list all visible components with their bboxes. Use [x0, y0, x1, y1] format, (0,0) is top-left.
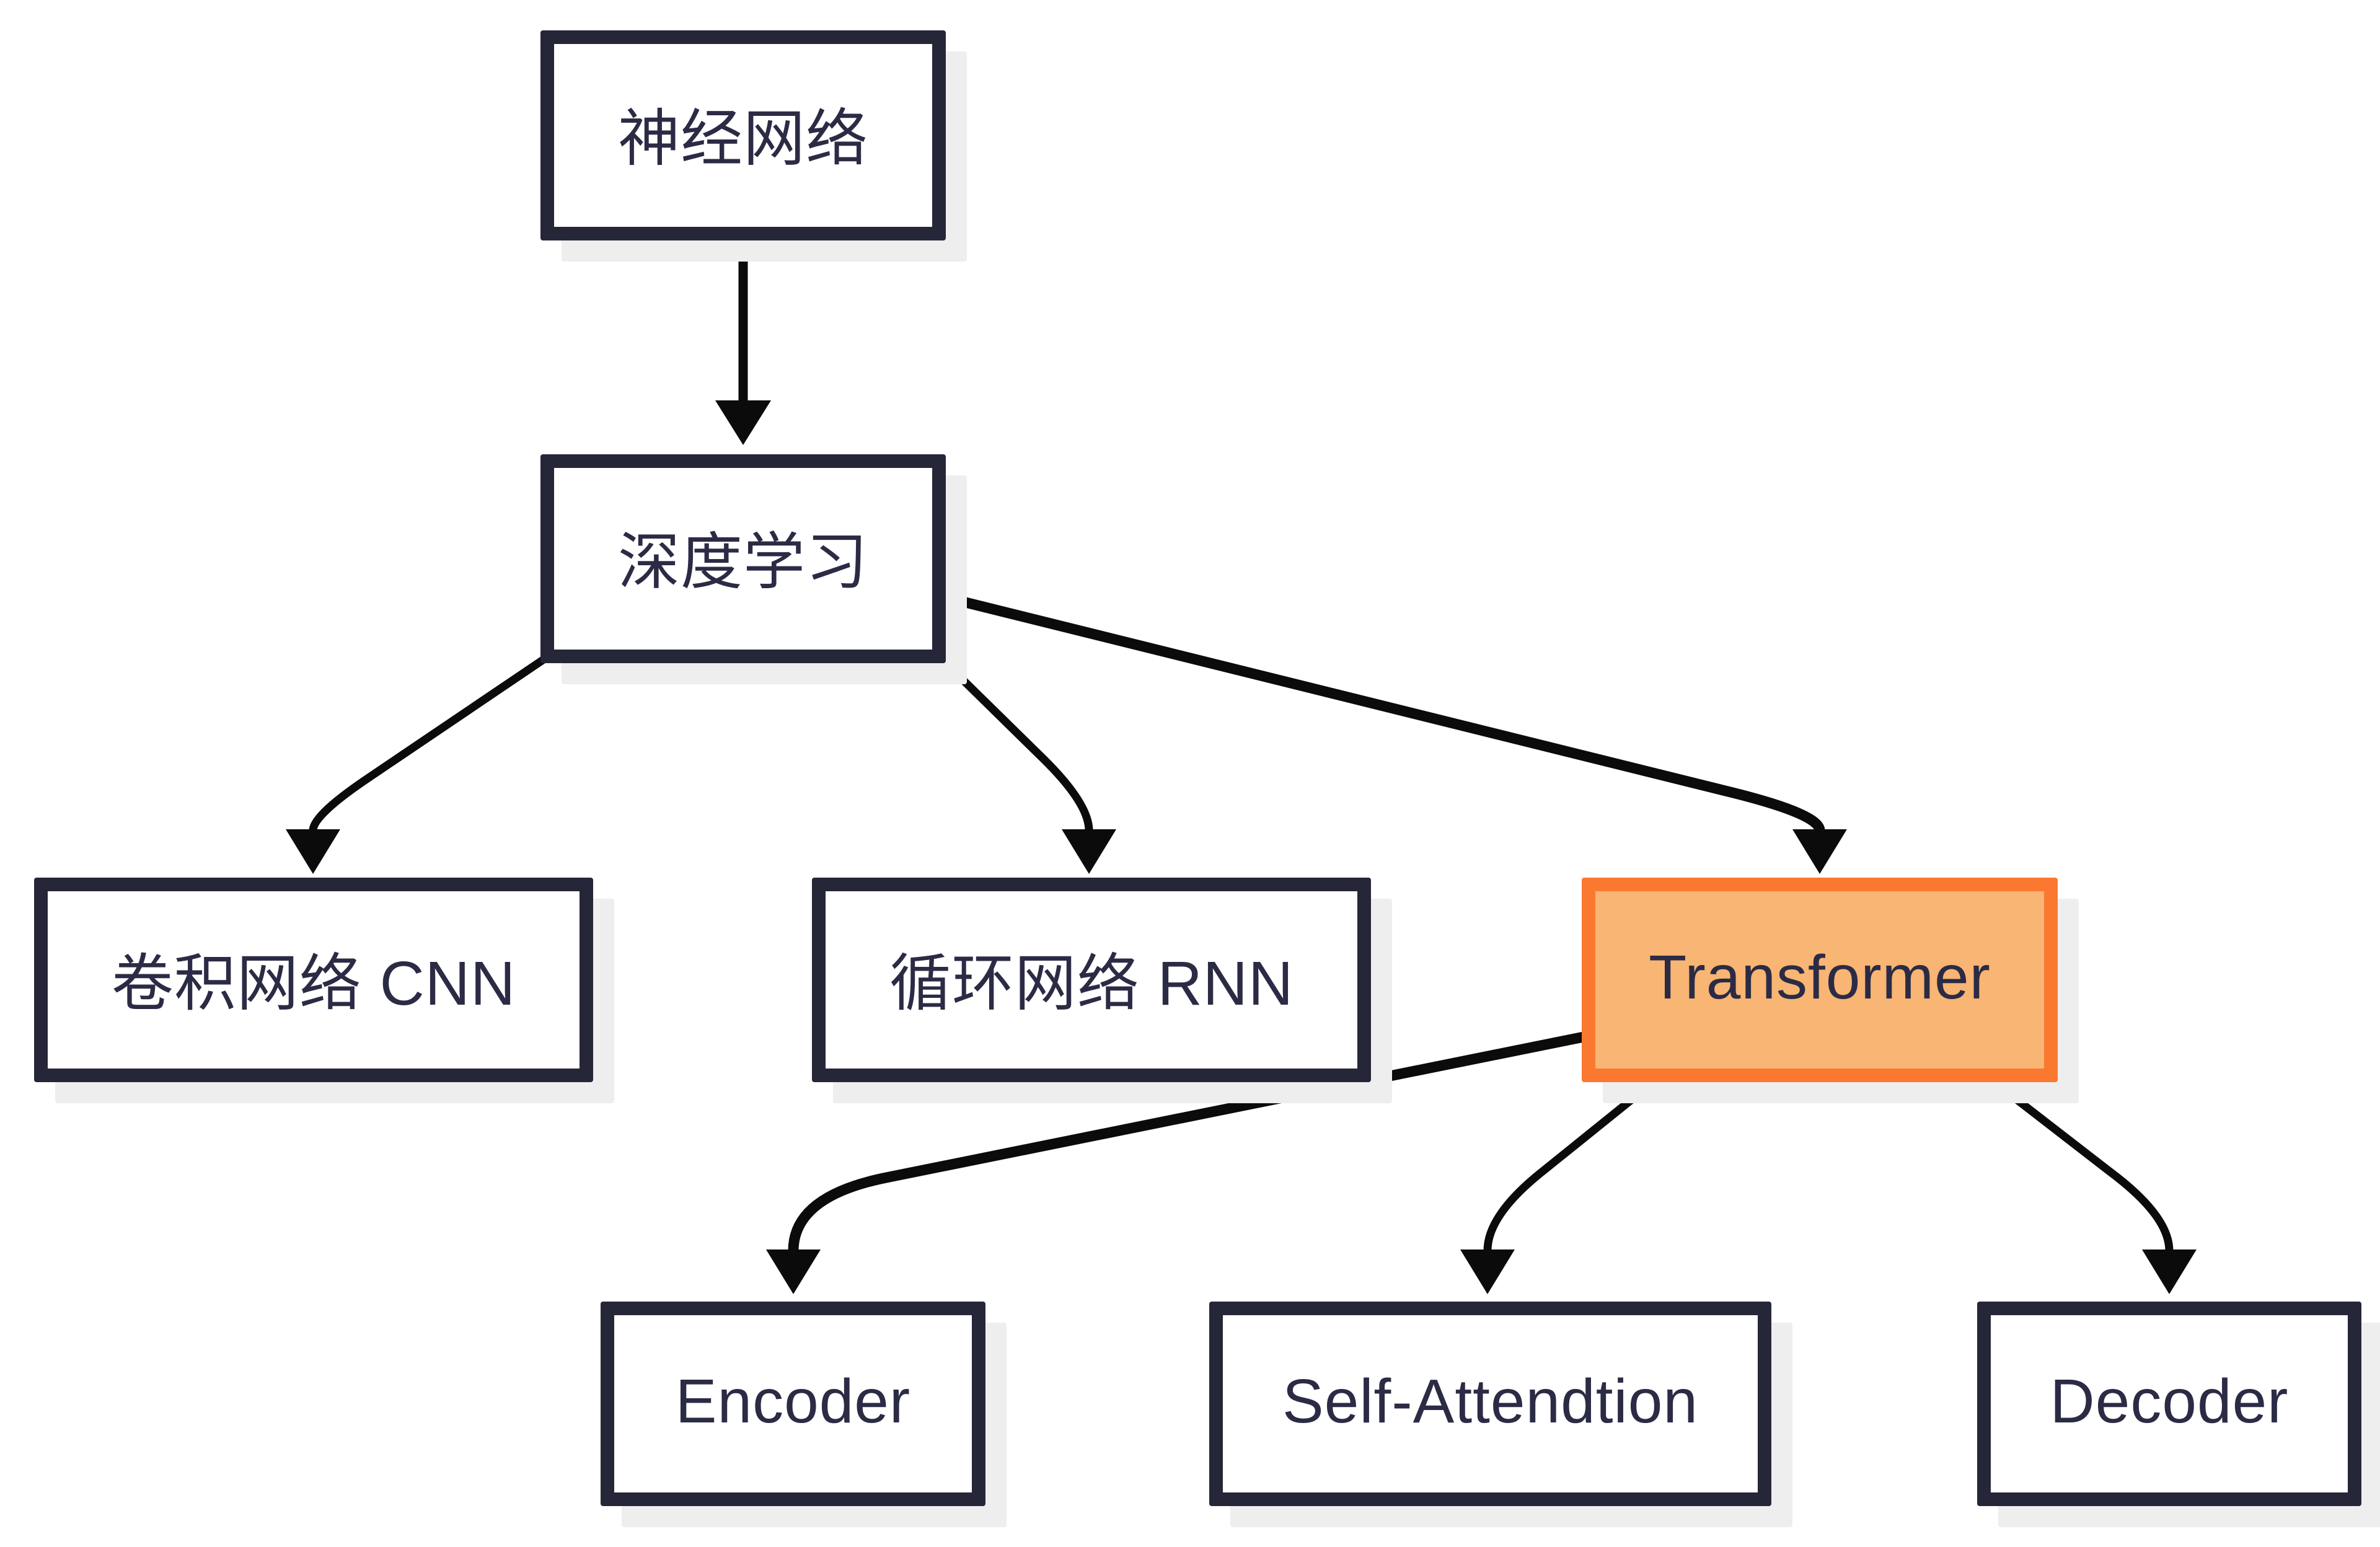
- node-cnn: 卷积网络 CNN: [34, 878, 593, 1082]
- node-deep-learning-label: 深度学习: [618, 527, 868, 597]
- node-rnn-label: 循环网络 RNN: [889, 948, 1294, 1018]
- node-transformer: Transformer: [1582, 878, 2058, 1082]
- edge-transformer-to-decoder-line: [1990, 1077, 2174, 1251]
- edge-dl-to-cnn-arrowhead: [286, 829, 340, 874]
- node-decoder-label: Decoder: [2050, 1366, 2289, 1436]
- edge-dl-to-cnn-line: [309, 654, 548, 831]
- edge-transformer-to-encoder-arrowhead: [766, 1250, 821, 1294]
- node-rnn: 循环网络 RNN: [812, 878, 1371, 1082]
- node-neural-network: 神经网络: [540, 30, 946, 240]
- edge-dl-to-transformer-arrowhead: [1792, 829, 1847, 874]
- edge-dl-to-transformer-line: [941, 591, 1825, 832]
- node-self-attention: Self-Attendtion: [1209, 1302, 1771, 1506]
- node-cnn-label: 卷积网络 CNN: [111, 948, 516, 1018]
- node-encoder-label: Encoder: [675, 1366, 911, 1436]
- node-decoder: Decoder: [1977, 1302, 2361, 1506]
- edge-transformer-to-selfattention-arrowhead: [1460, 1250, 1515, 1294]
- node-transformer-label: Transformer: [1649, 942, 1991, 1012]
- edge-dl-to-rnn-arrowhead: [1062, 829, 1116, 874]
- edge-transformer-to-decoder-arrowhead: [2142, 1250, 2197, 1294]
- node-deep-learning: 深度学习: [540, 454, 946, 663]
- node-self-attention-label: Self-Attendtion: [1282, 1366, 1698, 1436]
- edge-transformer-to-selfattention-line: [1483, 1077, 1658, 1251]
- edge-nn-to-dl-arrowhead: [715, 400, 771, 445]
- edge-dl-to-rnn-line: [938, 655, 1093, 831]
- node-encoder: Encoder: [601, 1302, 985, 1506]
- edge-transformer-to-encoder-line: [788, 1031, 1588, 1251]
- node-neural-network-label: 神经网络: [618, 104, 868, 174]
